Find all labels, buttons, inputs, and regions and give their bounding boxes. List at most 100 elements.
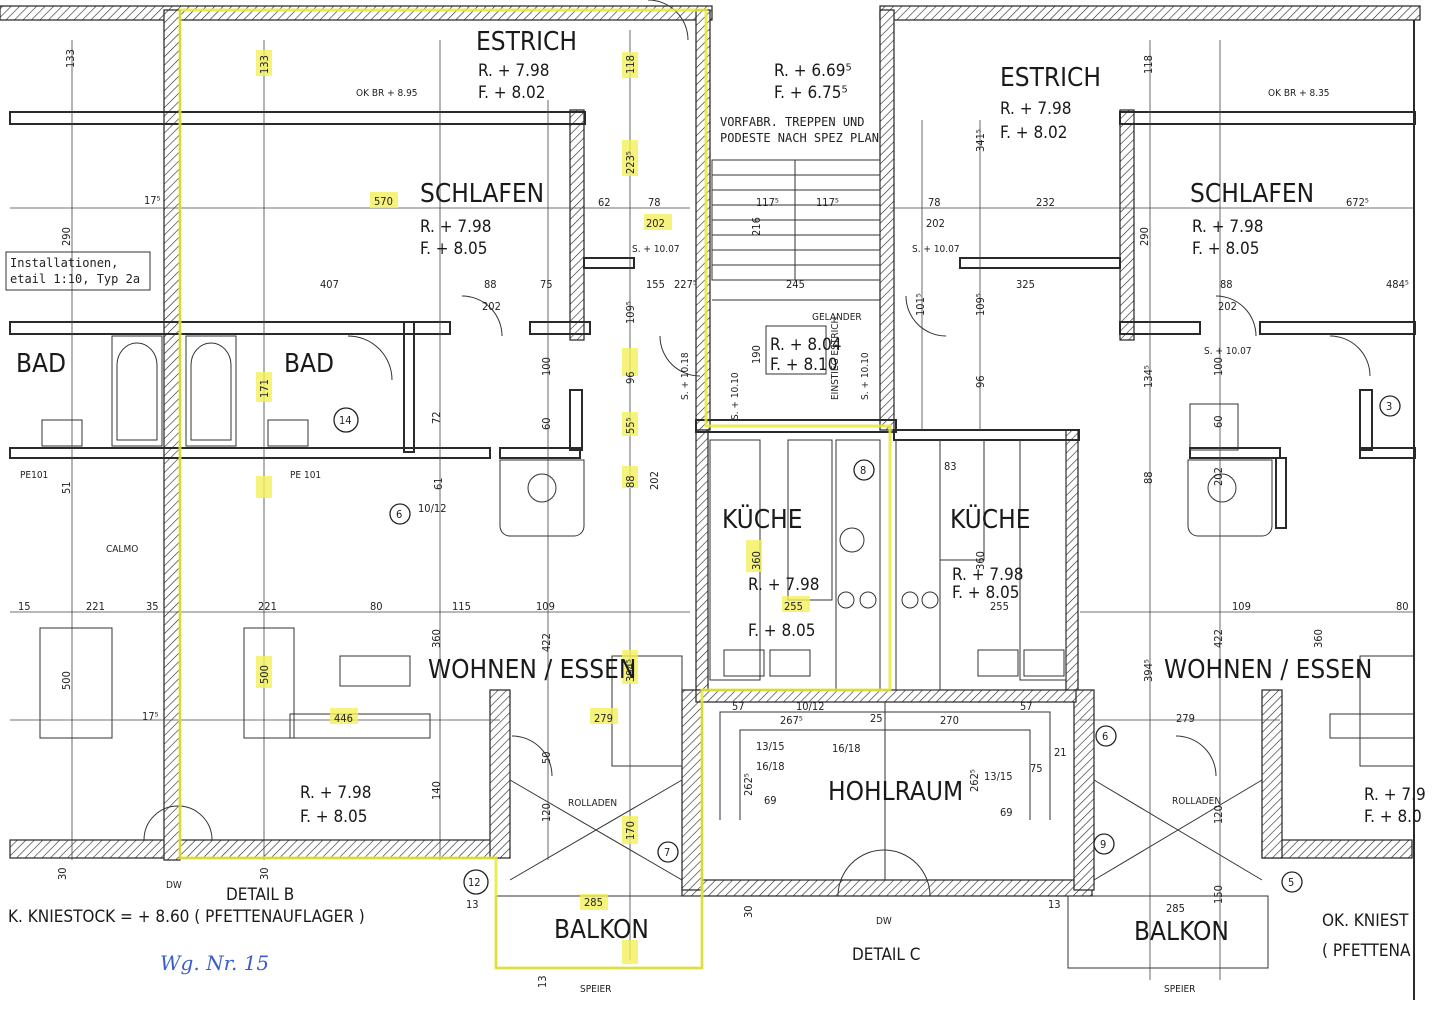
level-s1010: S. + 10.10: [730, 372, 741, 420]
wall-bottom-mid: [681, 879, 1093, 897]
svg-text:10/12: 10/12: [418, 502, 447, 515]
svg-text:285: 285: [1166, 902, 1185, 915]
washbasin-far-left: [41, 419, 83, 447]
room-balkon-left[interactable]: BALKON: [554, 915, 649, 945]
svg-text:KÜCHE: KÜCHE: [950, 503, 1030, 535]
bathtub-left: [185, 335, 237, 447]
wall-kueche-left: [695, 429, 709, 701]
svg-text:57: 57: [1020, 700, 1033, 713]
svg-text:SCHLAFEN: SCHLAFEN: [1190, 179, 1314, 209]
svg-text:290: 290: [1138, 227, 1151, 246]
svg-text:232: 232: [1036, 196, 1055, 209]
svg-text:30: 30: [742, 905, 755, 918]
svg-text:134⁵: 134⁵: [1142, 365, 1155, 388]
svg-text:30: 30: [56, 867, 69, 880]
svg-text:13: 13: [466, 898, 479, 911]
svg-text:S. + 10.10: S. + 10.10: [860, 352, 871, 400]
svg-text:202: 202: [1212, 467, 1225, 486]
room-schlafen-right[interactable]: SCHLAFEN R. + 7.98 F. + 8.05: [1190, 179, 1314, 259]
svg-text:96: 96: [624, 371, 637, 384]
dw-mid: DW: [876, 916, 892, 927]
marker-8: 8: [853, 459, 875, 481]
apartment-boundary[interactable]: [178, 8, 892, 970]
svg-text:ESTRICH: ESTRICH: [476, 27, 577, 57]
ok-br-right: OK BR + 8.35: [1268, 88, 1330, 99]
svg-text:35: 35: [146, 600, 159, 613]
room-stair[interactable]: R. + 6.69⁵ F. + 6.75⁵ VORFABR. TREPPEN U…: [720, 61, 879, 145]
calmo-label: CALMO: [106, 544, 138, 555]
svg-text:R. + 7.98: R. + 7.98: [1192, 217, 1263, 237]
svg-text:etail 1:10, Typ 2a: etail 1:10, Typ 2a: [10, 272, 140, 286]
pe101-mid: PE 101: [290, 470, 321, 481]
detail-c: DETAIL C: [852, 945, 920, 965]
room-kueche-left[interactable]: KÜCHE R. + 7.98 F. + 8.05: [722, 503, 819, 641]
svg-text:WOHNEN / ESSEN: WOHNEN / ESSEN: [1164, 655, 1372, 685]
level-s1007-b: S. + 10.07: [912, 244, 960, 255]
svg-text:170: 170: [624, 821, 637, 840]
svg-text:80: 80: [1396, 600, 1409, 613]
room-bad-far-left[interactable]: BAD: [16, 349, 66, 379]
wall-schlafen-right: [1119, 109, 1135, 341]
svg-text:100: 100: [1212, 357, 1225, 376]
svg-text:6: 6: [1102, 730, 1108, 743]
svg-text:109: 109: [536, 600, 555, 613]
svg-text:216: 216: [750, 217, 763, 236]
kniestock-left: K. KNIESTOCK = + 8.60 ( PFETTENAUFLAGER …: [8, 907, 365, 927]
room-balkon-right[interactable]: BALKON: [1134, 917, 1229, 947]
svg-text:GELANDER: GELANDER: [812, 312, 862, 323]
svg-text:255: 255: [784, 600, 803, 613]
room-estrich-left[interactable]: ESTRICH R. + 7.98 F. + 8.02: [476, 27, 577, 103]
handwritten-unit-number: Wg. Nr. 15: [160, 951, 269, 975]
svg-text:F. + 8.0: F. + 8.0: [1364, 807, 1422, 827]
svg-text:R. + 7.9: R. + 7.9: [1364, 785, 1426, 805]
svg-text:60: 60: [540, 417, 553, 430]
marker-9: 9: [1093, 833, 1115, 855]
svg-text:F. + 8.05: F. + 8.05: [300, 807, 368, 827]
svg-text:279: 279: [594, 712, 613, 725]
svg-text:422: 422: [1212, 629, 1225, 648]
svg-text:133: 133: [64, 49, 77, 68]
svg-text:245: 245: [786, 278, 805, 291]
svg-text:60: 60: [1212, 415, 1225, 428]
room-estrich-right[interactable]: ESTRICH R. + 7.98 F. + 8.02: [1000, 63, 1101, 143]
svg-text:109⁵: 109⁵: [974, 293, 987, 316]
svg-text:202: 202: [1218, 300, 1237, 313]
svg-text:202: 202: [926, 217, 945, 230]
room-wohnen-left[interactable]: WOHNEN / ESSEN R. + 7.98 F. + 8.05: [300, 655, 636, 827]
kitchen-left-fixtures: [709, 439, 881, 691]
room-hohlraum[interactable]: HOHLRAUM: [828, 777, 963, 807]
room-kueche-right[interactable]: KÜCHE R. + 7.98 F. + 8.05: [950, 503, 1030, 603]
room-landing[interactable]: R. + 8.04 F. + 8.10 GELANDER EINSTIEG ES…: [770, 312, 871, 400]
svg-text:25: 25: [870, 712, 883, 725]
rolladen-left: ROLLADEN: [568, 798, 617, 809]
svg-text:78: 78: [928, 196, 941, 209]
svg-text:285: 285: [584, 896, 603, 909]
svg-text:13/15: 13/15: [756, 740, 785, 753]
svg-text:88: 88: [1142, 471, 1155, 484]
washbasin-right: [1189, 403, 1239, 451]
svg-text:Installationen,: Installationen,: [10, 256, 118, 270]
svg-text:R. + 7.98: R. + 7.98: [1000, 99, 1071, 119]
svg-text:221: 221: [258, 600, 277, 613]
svg-text:150: 150: [1212, 885, 1225, 904]
room-bad-left[interactable]: BAD: [284, 349, 334, 379]
svg-text:325: 325: [1016, 278, 1035, 291]
room-wohnen-right[interactable]: WOHNEN / ESSEN R. + 7.9 F. + 8.0: [1164, 655, 1426, 827]
svg-text:279: 279: [1176, 712, 1195, 725]
svg-text:570: 570: [374, 195, 393, 208]
svg-text:118: 118: [624, 55, 637, 74]
marker-3: 3: [1379, 395, 1401, 417]
svg-text:7: 7: [664, 846, 670, 859]
wall-bottom-left: [9, 839, 501, 859]
kniestock-right-2: ( PFETTENA: [1322, 941, 1411, 961]
svg-text:61: 61: [432, 477, 445, 490]
room-schlafen-left[interactable]: SCHLAFEN R. + 7.98 F. + 8.05: [420, 179, 544, 259]
svg-text:F. + 8.02: F. + 8.02: [1000, 123, 1068, 143]
dimension-lines: [10, 30, 1414, 980]
marker-12: 12: [463, 869, 489, 895]
wall-bottom-right: [1261, 839, 1413, 859]
svg-text:133: 133: [258, 55, 271, 74]
roof-edge-right: [879, 5, 1421, 21]
svg-text:SCHLAFEN: SCHLAFEN: [420, 179, 544, 209]
svg-text:117⁵: 117⁵: [816, 196, 839, 209]
